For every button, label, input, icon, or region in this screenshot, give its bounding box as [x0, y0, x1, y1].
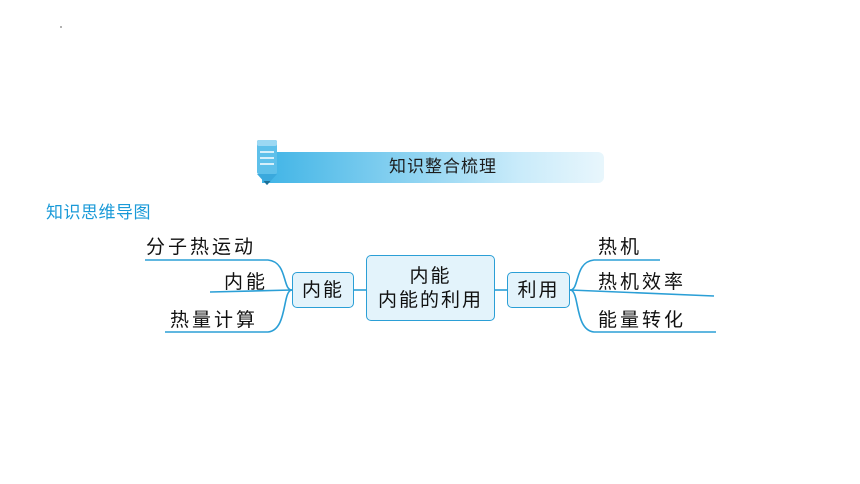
left-leaf-3: 热量计算: [170, 309, 259, 331]
left-leaf-2: 内能: [224, 271, 269, 293]
left-branch-node: 内能: [292, 272, 354, 308]
center-node-line2: 内能的利用: [377, 289, 483, 311]
right-branch-label: 利用: [517, 279, 560, 301]
left-branch-label: 内能: [301, 279, 344, 301]
pencil-icon: [257, 140, 277, 185]
corner-dot: [60, 26, 62, 28]
center-node: 内能 内能的利用: [366, 255, 495, 321]
section-heading: 知识思维导图: [46, 203, 151, 223]
section-banner: 知识整合梳理: [262, 152, 604, 183]
left-leaf-1: 分子热运动: [146, 236, 257, 258]
center-node-line1: 内能: [409, 265, 452, 287]
right-branch-node: 利用: [507, 272, 570, 308]
right-leaf-2: 热机效率: [598, 271, 687, 293]
right-leaf-1: 热机: [598, 236, 643, 258]
right-leaf-3: 能量转化: [598, 309, 687, 331]
banner-title: 知识整合梳理: [389, 157, 497, 177]
